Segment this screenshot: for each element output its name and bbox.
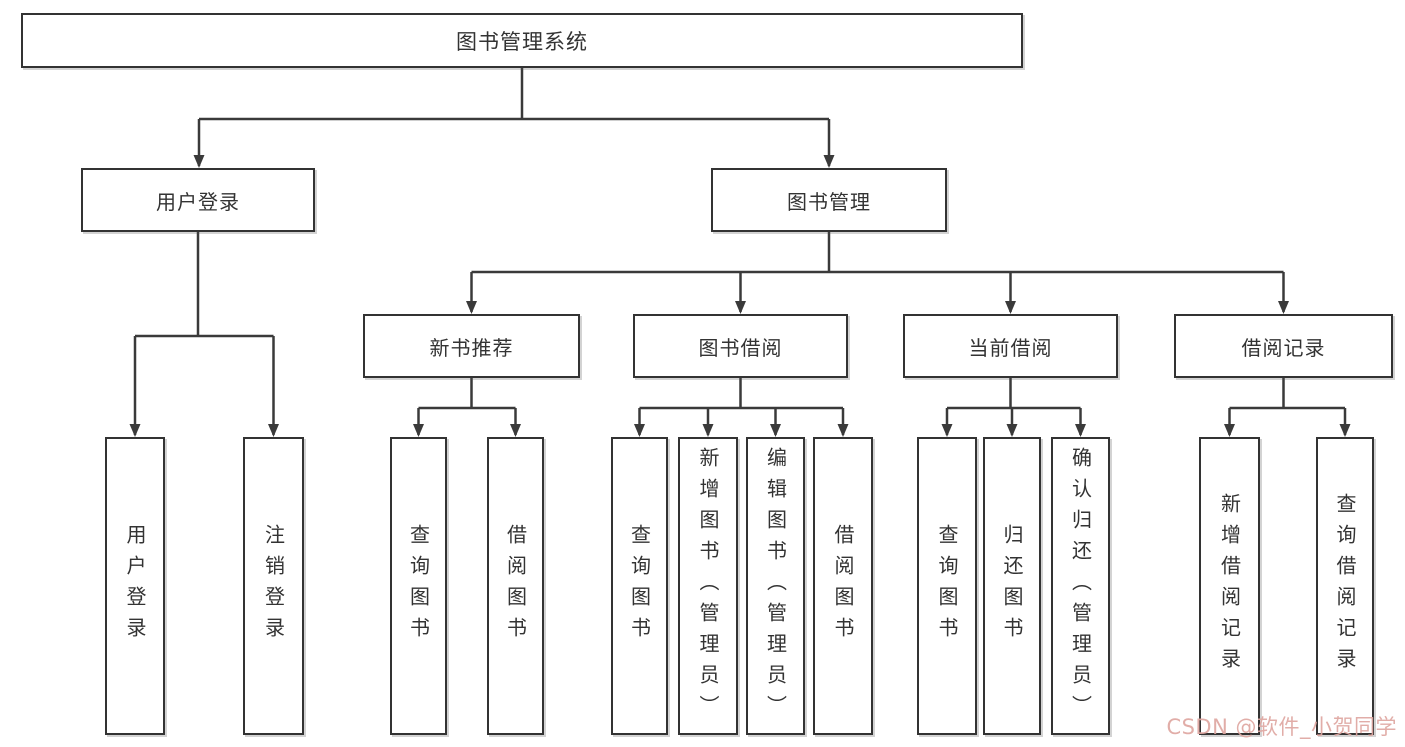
leaf-confirm-return-admin: 确认归还（管理员） bbox=[1051, 437, 1110, 735]
leaf-return-books: 归还图书 bbox=[983, 437, 1041, 735]
node-user-login: 用户登录 bbox=[81, 168, 315, 232]
leaf-label: 借阅图书 bbox=[831, 524, 855, 648]
leaf-add-books-admin: 新增图书（管理员） bbox=[678, 437, 738, 735]
leaf-query-books: 查询图书 bbox=[611, 437, 668, 735]
leaf-label: 确认归还（管理员） bbox=[1068, 446, 1093, 726]
leaf-query-books: 查询图书 bbox=[917, 437, 977, 735]
leaf-query-borrow-record: 查询借阅记录 bbox=[1316, 437, 1374, 735]
leaf-label: 查询借阅记录 bbox=[1333, 493, 1357, 679]
node-current-borrow: 当前借阅 bbox=[903, 314, 1118, 378]
node-new-book-recommend: 新书推荐 bbox=[363, 314, 580, 378]
connector-user-login-split bbox=[135, 232, 274, 338]
leaf-query-books: 查询图书 bbox=[390, 437, 447, 735]
leaf-label: 注销登录 bbox=[261, 524, 286, 648]
leaf-logout: 注销登录 bbox=[243, 437, 304, 735]
leaf-label: 借阅图书 bbox=[503, 524, 528, 648]
node-book-management: 图书管理 bbox=[711, 168, 947, 232]
leaf-edit-books-admin: 编辑图书（管理员） bbox=[746, 437, 805, 735]
leaf-label: 查询图书 bbox=[627, 524, 652, 648]
connector-book-borrow-split bbox=[639, 378, 843, 410]
connector-current-borrow-split bbox=[947, 378, 1081, 410]
leaf-label: 编辑图书（管理员） bbox=[763, 446, 788, 726]
leaf-borrow-books: 借阅图书 bbox=[813, 437, 873, 735]
node-book-borrow: 图书借阅 bbox=[633, 314, 848, 378]
connector-book-mgmt-split bbox=[471, 232, 1284, 274]
node-library-management-system: 图书管理系统 bbox=[21, 13, 1023, 68]
connector-borrow-records-split bbox=[1229, 378, 1345, 410]
connector-root-split bbox=[199, 68, 829, 121]
leaf-borrow-books: 借阅图书 bbox=[487, 437, 544, 735]
leaf-label: 新增图书（管理员） bbox=[696, 446, 720, 726]
leaf-label: 用户登录 bbox=[123, 524, 147, 648]
leaf-add-borrow-record: 新增借阅记录 bbox=[1199, 437, 1260, 735]
leaf-label: 新增借阅记录 bbox=[1217, 493, 1242, 679]
leaf-label: 归还图书 bbox=[1000, 524, 1024, 648]
leaf-user-login: 用户登录 bbox=[105, 437, 165, 735]
leaf-label: 查询图书 bbox=[935, 524, 959, 648]
connector-new-books-split bbox=[418, 378, 516, 410]
node-borrow-records: 借阅记录 bbox=[1174, 314, 1393, 378]
leaf-label: 查询图书 bbox=[406, 524, 431, 648]
